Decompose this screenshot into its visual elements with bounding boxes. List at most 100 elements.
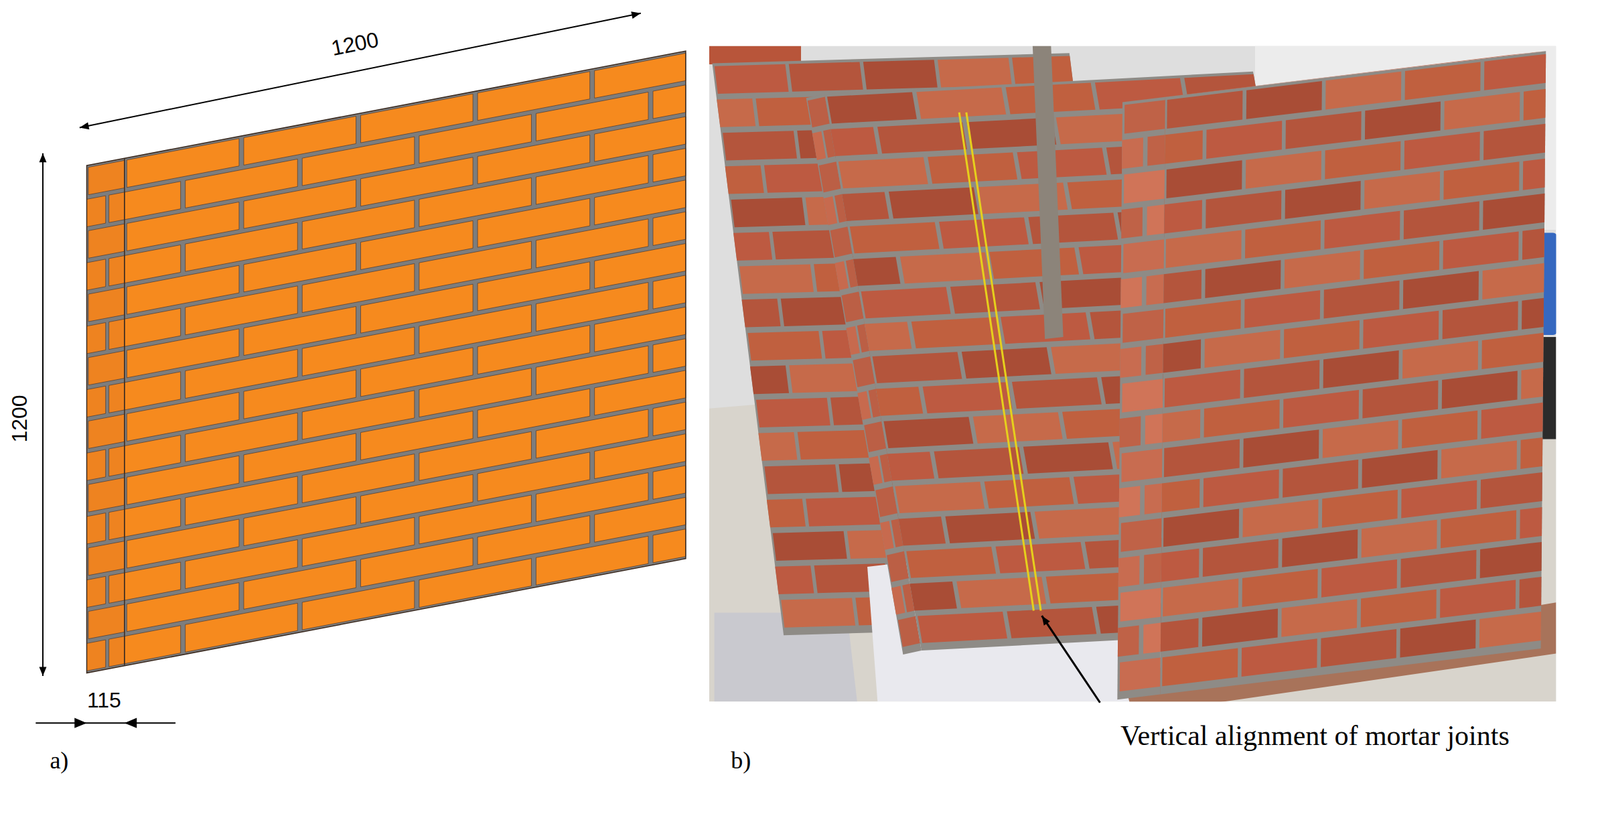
brick [868, 456, 883, 485]
brick [1162, 578, 1239, 617]
brick [1245, 150, 1322, 189]
brick [109, 572, 125, 603]
brick [1519, 506, 1542, 539]
brick [1522, 158, 1546, 191]
dimension-line [42, 153, 44, 676]
brick [185, 602, 299, 652]
brick [853, 256, 901, 286]
brick [764, 464, 839, 494]
brick [1520, 367, 1544, 400]
brick [1283, 320, 1360, 359]
brick [88, 413, 125, 449]
brick [880, 520, 894, 550]
brick [1242, 568, 1319, 607]
wall-photo [709, 46, 1557, 702]
brick [1441, 440, 1517, 479]
brick [805, 496, 881, 526]
brick [1121, 206, 1143, 239]
brick [1324, 141, 1401, 180]
brick [1123, 169, 1165, 203]
brick [1202, 538, 1279, 577]
brick [1122, 308, 1164, 343]
brick [1147, 134, 1165, 166]
arrow-head [124, 717, 137, 729]
brick [124, 181, 181, 220]
brick [1242, 498, 1319, 538]
wall-top [1122, 50, 1546, 102]
brick [747, 330, 822, 361]
brick [124, 308, 181, 347]
brick [841, 191, 889, 221]
brick [812, 131, 826, 161]
brick [916, 87, 1006, 120]
brick [1161, 548, 1200, 583]
brick [1202, 608, 1278, 647]
brick-wall-front [1159, 50, 1546, 694]
brick [1482, 193, 1545, 230]
brick [1481, 332, 1544, 370]
brick [124, 435, 181, 474]
brick [1164, 439, 1240, 478]
brick [1439, 579, 1516, 619]
brick [989, 247, 1079, 279]
brick [1443, 161, 1519, 200]
brick [1521, 298, 1544, 330]
brick [652, 338, 686, 373]
brick [788, 362, 864, 393]
brick [87, 575, 106, 607]
brick [1479, 611, 1542, 648]
brick [109, 318, 125, 349]
brick [1119, 415, 1142, 448]
brick [863, 59, 938, 90]
wall-front-face [124, 50, 686, 666]
brick [909, 581, 957, 611]
brick [1244, 289, 1321, 329]
brick [1204, 399, 1280, 438]
brick [1164, 200, 1203, 234]
brick [1011, 377, 1102, 409]
leader-arrow [1042, 615, 1101, 703]
brick [87, 259, 106, 290]
brick [1480, 541, 1542, 578]
brick [1285, 180, 1361, 220]
brick [1143, 622, 1161, 654]
mortar [1159, 50, 1546, 694]
brick-course-group [1117, 97, 1166, 700]
brick [797, 429, 872, 460]
brick [87, 513, 106, 544]
brick [1481, 402, 1544, 439]
brick [1145, 273, 1164, 305]
brick [1324, 210, 1400, 250]
brick [87, 639, 106, 671]
brick [835, 261, 849, 290]
brick-wall-end [1117, 97, 1166, 700]
brick [1482, 263, 1544, 300]
brick [864, 321, 912, 351]
brick [774, 565, 814, 595]
brick [1362, 380, 1438, 419]
brick [1204, 329, 1280, 368]
brick [780, 597, 856, 627]
brick [1403, 271, 1479, 310]
brick [876, 386, 923, 416]
brick [845, 326, 860, 355]
brick [1121, 517, 1162, 552]
brick [1119, 657, 1161, 692]
brick [756, 397, 831, 428]
brick [1119, 346, 1142, 378]
brick [1361, 519, 1438, 558]
brick [1325, 71, 1402, 110]
brick [419, 558, 532, 608]
brick [1145, 343, 1164, 375]
brick [1400, 549, 1477, 589]
mortar [1117, 97, 1166, 700]
brick [1401, 410, 1478, 449]
brick [1163, 269, 1202, 304]
brick [1403, 201, 1480, 240]
brick [1121, 448, 1162, 482]
brick [109, 508, 125, 540]
brick [1285, 111, 1362, 150]
brick [88, 287, 125, 322]
